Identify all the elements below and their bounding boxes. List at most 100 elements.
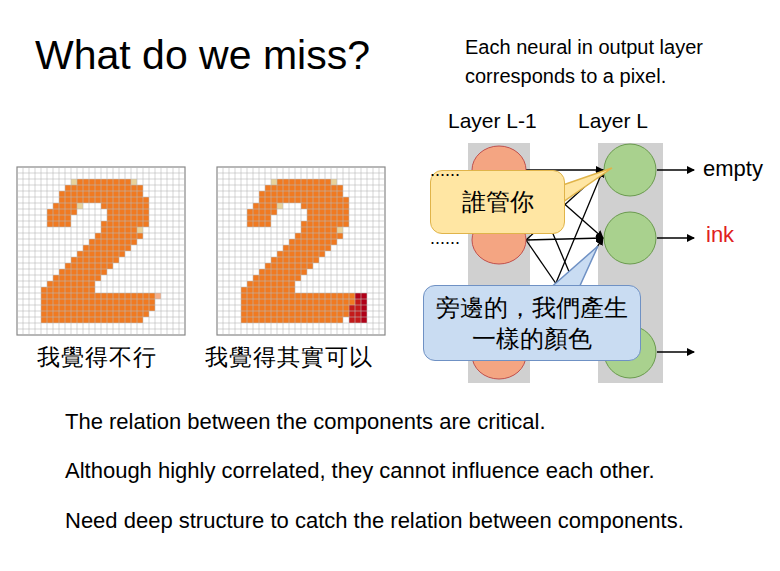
ink-pixel [301,305,307,311]
ink-pixel [337,185,343,191]
ink-pixel [259,221,265,227]
ink-pixel [337,293,343,299]
ink-pixel [101,299,107,305]
callout-text: 旁邊的，我們產生一樣的顏色 [436,292,628,354]
grid-line [217,251,385,252]
added-pixel [349,311,355,317]
ink-pixel [71,281,77,287]
ink-pixel [289,275,295,281]
grid-line [217,317,385,318]
ink-pixel [271,293,277,299]
ink-pixel [325,185,331,191]
ink-pixel [113,299,119,305]
ink-pixel [65,209,71,215]
output-neuron [604,212,656,264]
ink-pixel [271,311,277,317]
ink-pixel [65,305,71,311]
ink-pixel [59,203,65,209]
ink-pixel [259,269,265,275]
ink-pixel [125,299,131,305]
ink-pixel [283,305,289,311]
ink-pixel [337,233,343,239]
ink-pixel [59,275,65,281]
ink-pixel [65,311,71,317]
ink-pixel [137,293,143,299]
ink-pixel [125,311,131,317]
ink-pixel [247,209,253,215]
ink-pixel [313,233,319,239]
grid-line [217,257,385,258]
ink-pixel [265,305,271,311]
grid-line [17,317,185,318]
ink-pixel [113,293,119,299]
ink-pixel [253,305,259,311]
ink-pixel [101,269,107,275]
ink-pixel [265,203,271,209]
ink-pixel [331,239,337,245]
ink-pixel [313,197,319,203]
ink-pixel [319,245,325,251]
ink-pixel [149,293,155,299]
ink-pixel [143,305,149,311]
callout-text: 誰管你 [462,186,534,217]
ink-pixel [271,281,277,287]
ink-pixel [95,299,101,305]
ink-pixel [343,221,349,227]
ink-pixel [331,317,337,323]
ink-pixel [259,305,265,311]
ink-pixel [325,227,331,233]
ink-pixel [77,191,83,197]
ink-pixel [107,257,113,263]
added-pixel [361,305,367,311]
output-label: ink [706,222,734,248]
ink-pixel [137,185,143,191]
ink-pixel [113,185,119,191]
ink-pixel [307,179,313,185]
grid-line [337,167,338,335]
ink-pixel [101,251,107,257]
ink-pixel [125,203,131,209]
ink-pixel [307,293,313,299]
ink-pixel [271,185,277,191]
ink-pixel [143,311,149,317]
grid-line [17,257,185,258]
ink-pixel [277,299,283,305]
ink-pixel [307,239,313,245]
ink-pixel [253,317,259,323]
ink-pixel [131,179,137,185]
ink-pixel [271,287,277,293]
ink-pixel [307,227,313,233]
grid-line [149,167,150,335]
ink-pixel [53,287,59,293]
ink-pixel [113,179,119,185]
ink-pixel [313,311,319,317]
ink-pixel [289,245,295,251]
ink-pixel [295,275,301,281]
ink-pixel [289,185,295,191]
ink-pixel [319,317,325,323]
ink-pixel [95,275,101,281]
ink-pixel [53,299,59,305]
ink-pixel [307,209,313,215]
ink-pixel [113,245,119,251]
grid-line [161,167,162,335]
ink-pixel [313,257,319,263]
ink-pixel [119,179,125,185]
ink-pixel [271,257,277,263]
ink-pixel [259,311,265,317]
ink-pixel [337,203,343,209]
ink-pixel [47,299,53,305]
ink-pixel [83,275,89,281]
ink-pixel [143,203,149,209]
ink-pixel [65,317,71,323]
ink-pixel [77,275,83,281]
ink-pixel [337,317,343,323]
grid-line [143,167,144,335]
ink-pixel [95,317,101,323]
ink-pixel [53,305,59,311]
ink-pixel [143,221,149,227]
ink-pixel [283,287,289,293]
ink-pixel [277,275,283,281]
ink-pixel [337,311,343,317]
ink-pixel [325,197,331,203]
